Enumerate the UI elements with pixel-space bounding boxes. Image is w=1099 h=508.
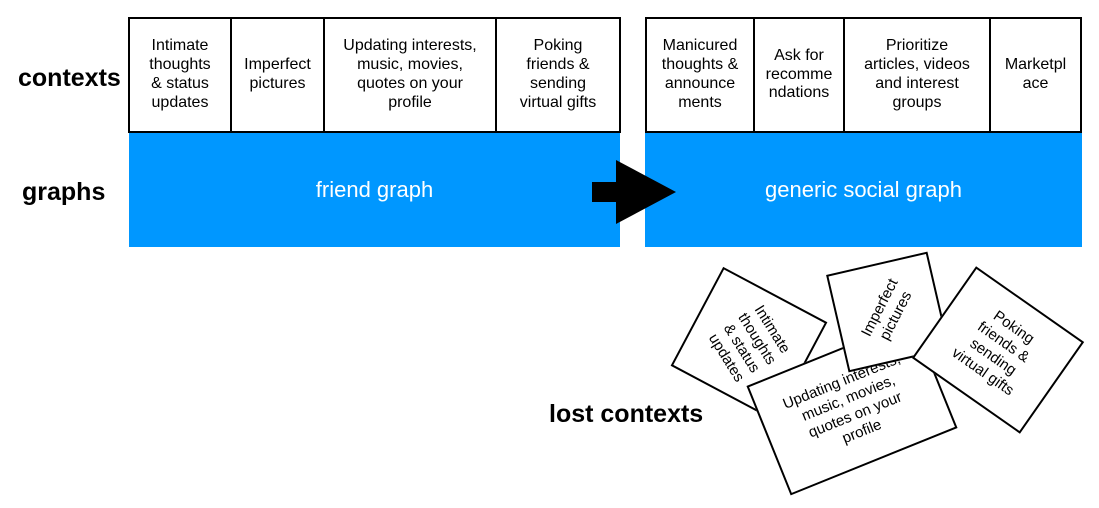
right-context-label: Ask for recomme ndations <box>765 46 833 102</box>
left-context-label: Poking friends & sending virtual gifts <box>519 37 597 111</box>
right-context-label: Prioritize articles, videos and interest… <box>864 37 970 111</box>
right-context-marketplace: Marketpl ace <box>989 17 1082 133</box>
left-context-imperfect-pictures: Imperfect pictures <box>230 17 325 133</box>
generic-social-graph-bar: generic social graph <box>645 133 1082 247</box>
left-context-label: Imperfect pictures <box>244 56 311 92</box>
left-context-poking-friends: Poking friends & sending virtual gifts <box>495 17 621 133</box>
graphs-label: graphs <box>22 178 106 206</box>
left-context-label: Updating interests, music, movies, quote… <box>343 37 477 111</box>
right-context-label: Marketpl ace <box>1004 56 1067 92</box>
generic-social-graph-label: generic social graph <box>765 177 962 202</box>
left-context-updating-interests: Updating interests, music, movies, quote… <box>323 17 497 133</box>
right-context-label: Manicured thoughts & announce ments <box>661 37 739 111</box>
lost-card-label: Imperfect pictures <box>857 275 916 344</box>
lost-contexts-label: lost contexts <box>549 400 704 428</box>
transition-arrow-icon <box>592 160 676 224</box>
right-context-ask-recommendations: Ask for recomme ndations <box>753 17 845 133</box>
right-context-manicured-thoughts: Manicured thoughts & announce ments <box>645 17 755 133</box>
left-context-intimate-thoughts: Intimate thoughts & status updates <box>128 17 232 133</box>
contexts-label: contexts <box>18 64 121 92</box>
left-context-label: Intimate thoughts & status updates <box>149 37 211 111</box>
right-context-prioritize-articles: Prioritize articles, videos and interest… <box>843 17 991 133</box>
friend-graph-label: friend graph <box>315 177 434 202</box>
friend-graph-bar: friend graph <box>129 133 620 247</box>
lost-card-label: Poking friends & sending virtual gifts <box>948 307 1038 400</box>
